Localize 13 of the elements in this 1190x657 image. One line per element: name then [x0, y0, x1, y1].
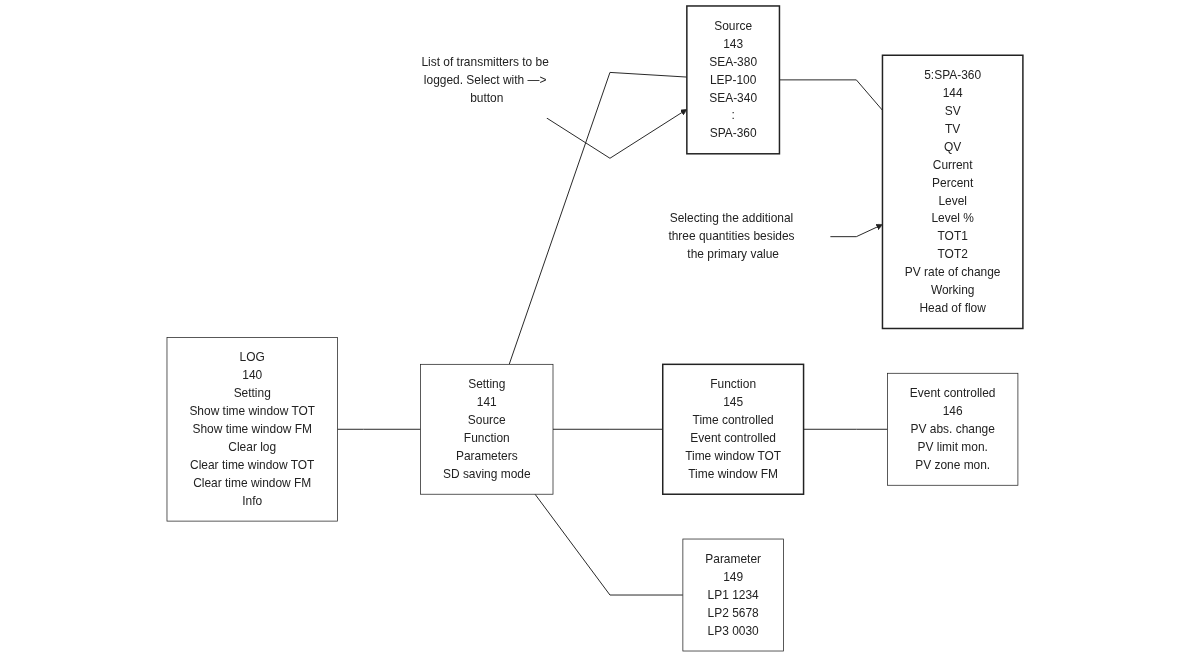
node-box: 5:SPA-360 144 SV TV QV Current Percent Level Level % TOT1 TOT2 PV rate of change Working Head of flow — [881, 54, 1024, 330]
node-box: LOG 140 Setting Show time window TOT Show time window FM Clear log Clear time window TOT Clear time window FM Info — [166, 337, 338, 522]
connector — [337, 428, 422, 430]
connector — [779, 79, 883, 111]
node-box: Function 145 Time controlled Event controlled Time window TOT Time window FM — [662, 363, 805, 495]
node-box: Source 143 SEA-380 LEP-100 SEA-340 : SPA-360 — [686, 5, 781, 155]
connector — [803, 428, 888, 430]
node-text: List of transmitters to be logged. Select with —> button — [421, 55, 549, 104]
node-box: Setting 141 Source Function Parameters SD saving mode — [420, 363, 554, 495]
node-text: Selecting the additional three quantities besides the primary value — [668, 212, 795, 261]
connector — [534, 493, 684, 596]
node-box: Event controlled 146 PV abs. change PV limit mon. PV zone mon. — [887, 372, 1019, 486]
node-box: Parameter 149 LP1 1234 LP2 5678 LP3 0030 — [682, 538, 784, 652]
